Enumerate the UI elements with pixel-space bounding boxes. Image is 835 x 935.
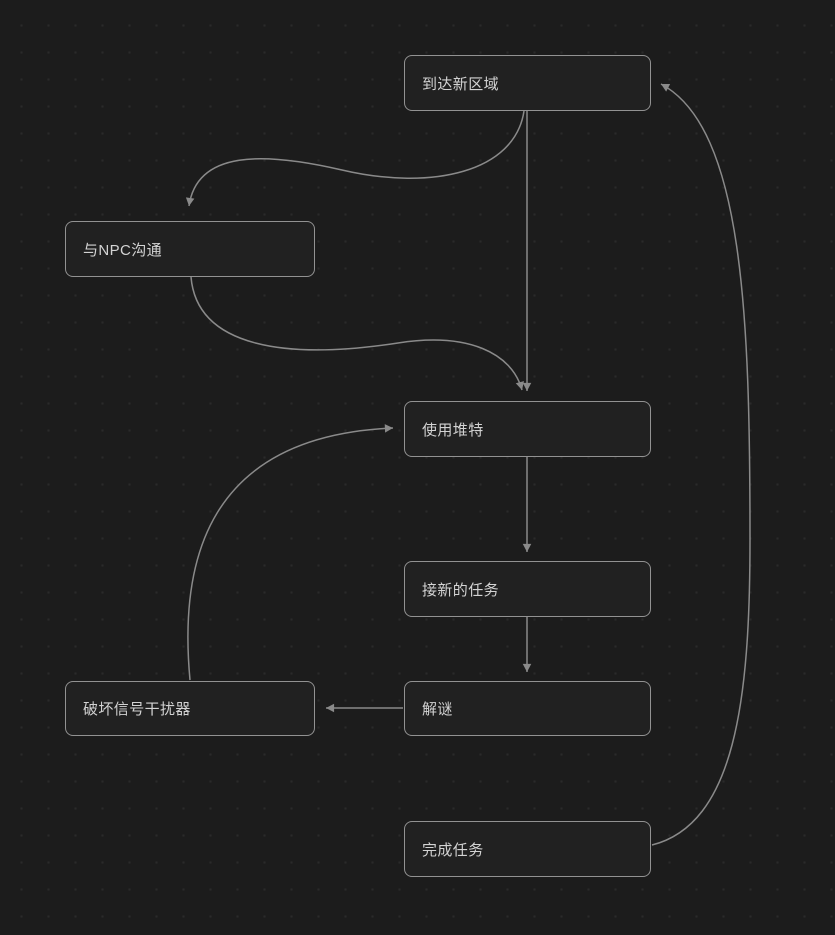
node-solve-puzzle[interactable]: 解谜 (404, 681, 651, 736)
node-label: 破坏信号干扰器 (83, 701, 191, 718)
node-label: 完成任务 (422, 841, 484, 859)
node-take-new-task[interactable]: 接新的任务 (404, 561, 651, 617)
node-label: 与NPC沟通 (83, 241, 163, 259)
edge-complete-task-to-arrive-new-area (651, 83, 751, 846)
node-talk-to-npc[interactable]: 与NPC沟通 (65, 221, 315, 277)
node-complete-task[interactable]: 完成任务 (404, 821, 651, 877)
node-label: 接新的任务 (422, 581, 500, 599)
edge-talk-to-npc-to-use-tweet (190, 276, 525, 391)
node-use-tweet[interactable]: 使用堆特 (404, 401, 651, 457)
node-arrive-new-area[interactable]: 到达新区域 (404, 55, 651, 111)
node-label: 到达新区域 (422, 75, 500, 93)
edge-destroy-jammer-to-use-tweet (187, 424, 394, 681)
node-destroy-jammer[interactable]: 破坏信号干扰器 (65, 681, 315, 736)
edge-arrive-new-area-to-talk-to-npc (185, 110, 525, 207)
node-label: 解谜 (422, 701, 453, 718)
node-label: 使用堆特 (422, 421, 484, 439)
